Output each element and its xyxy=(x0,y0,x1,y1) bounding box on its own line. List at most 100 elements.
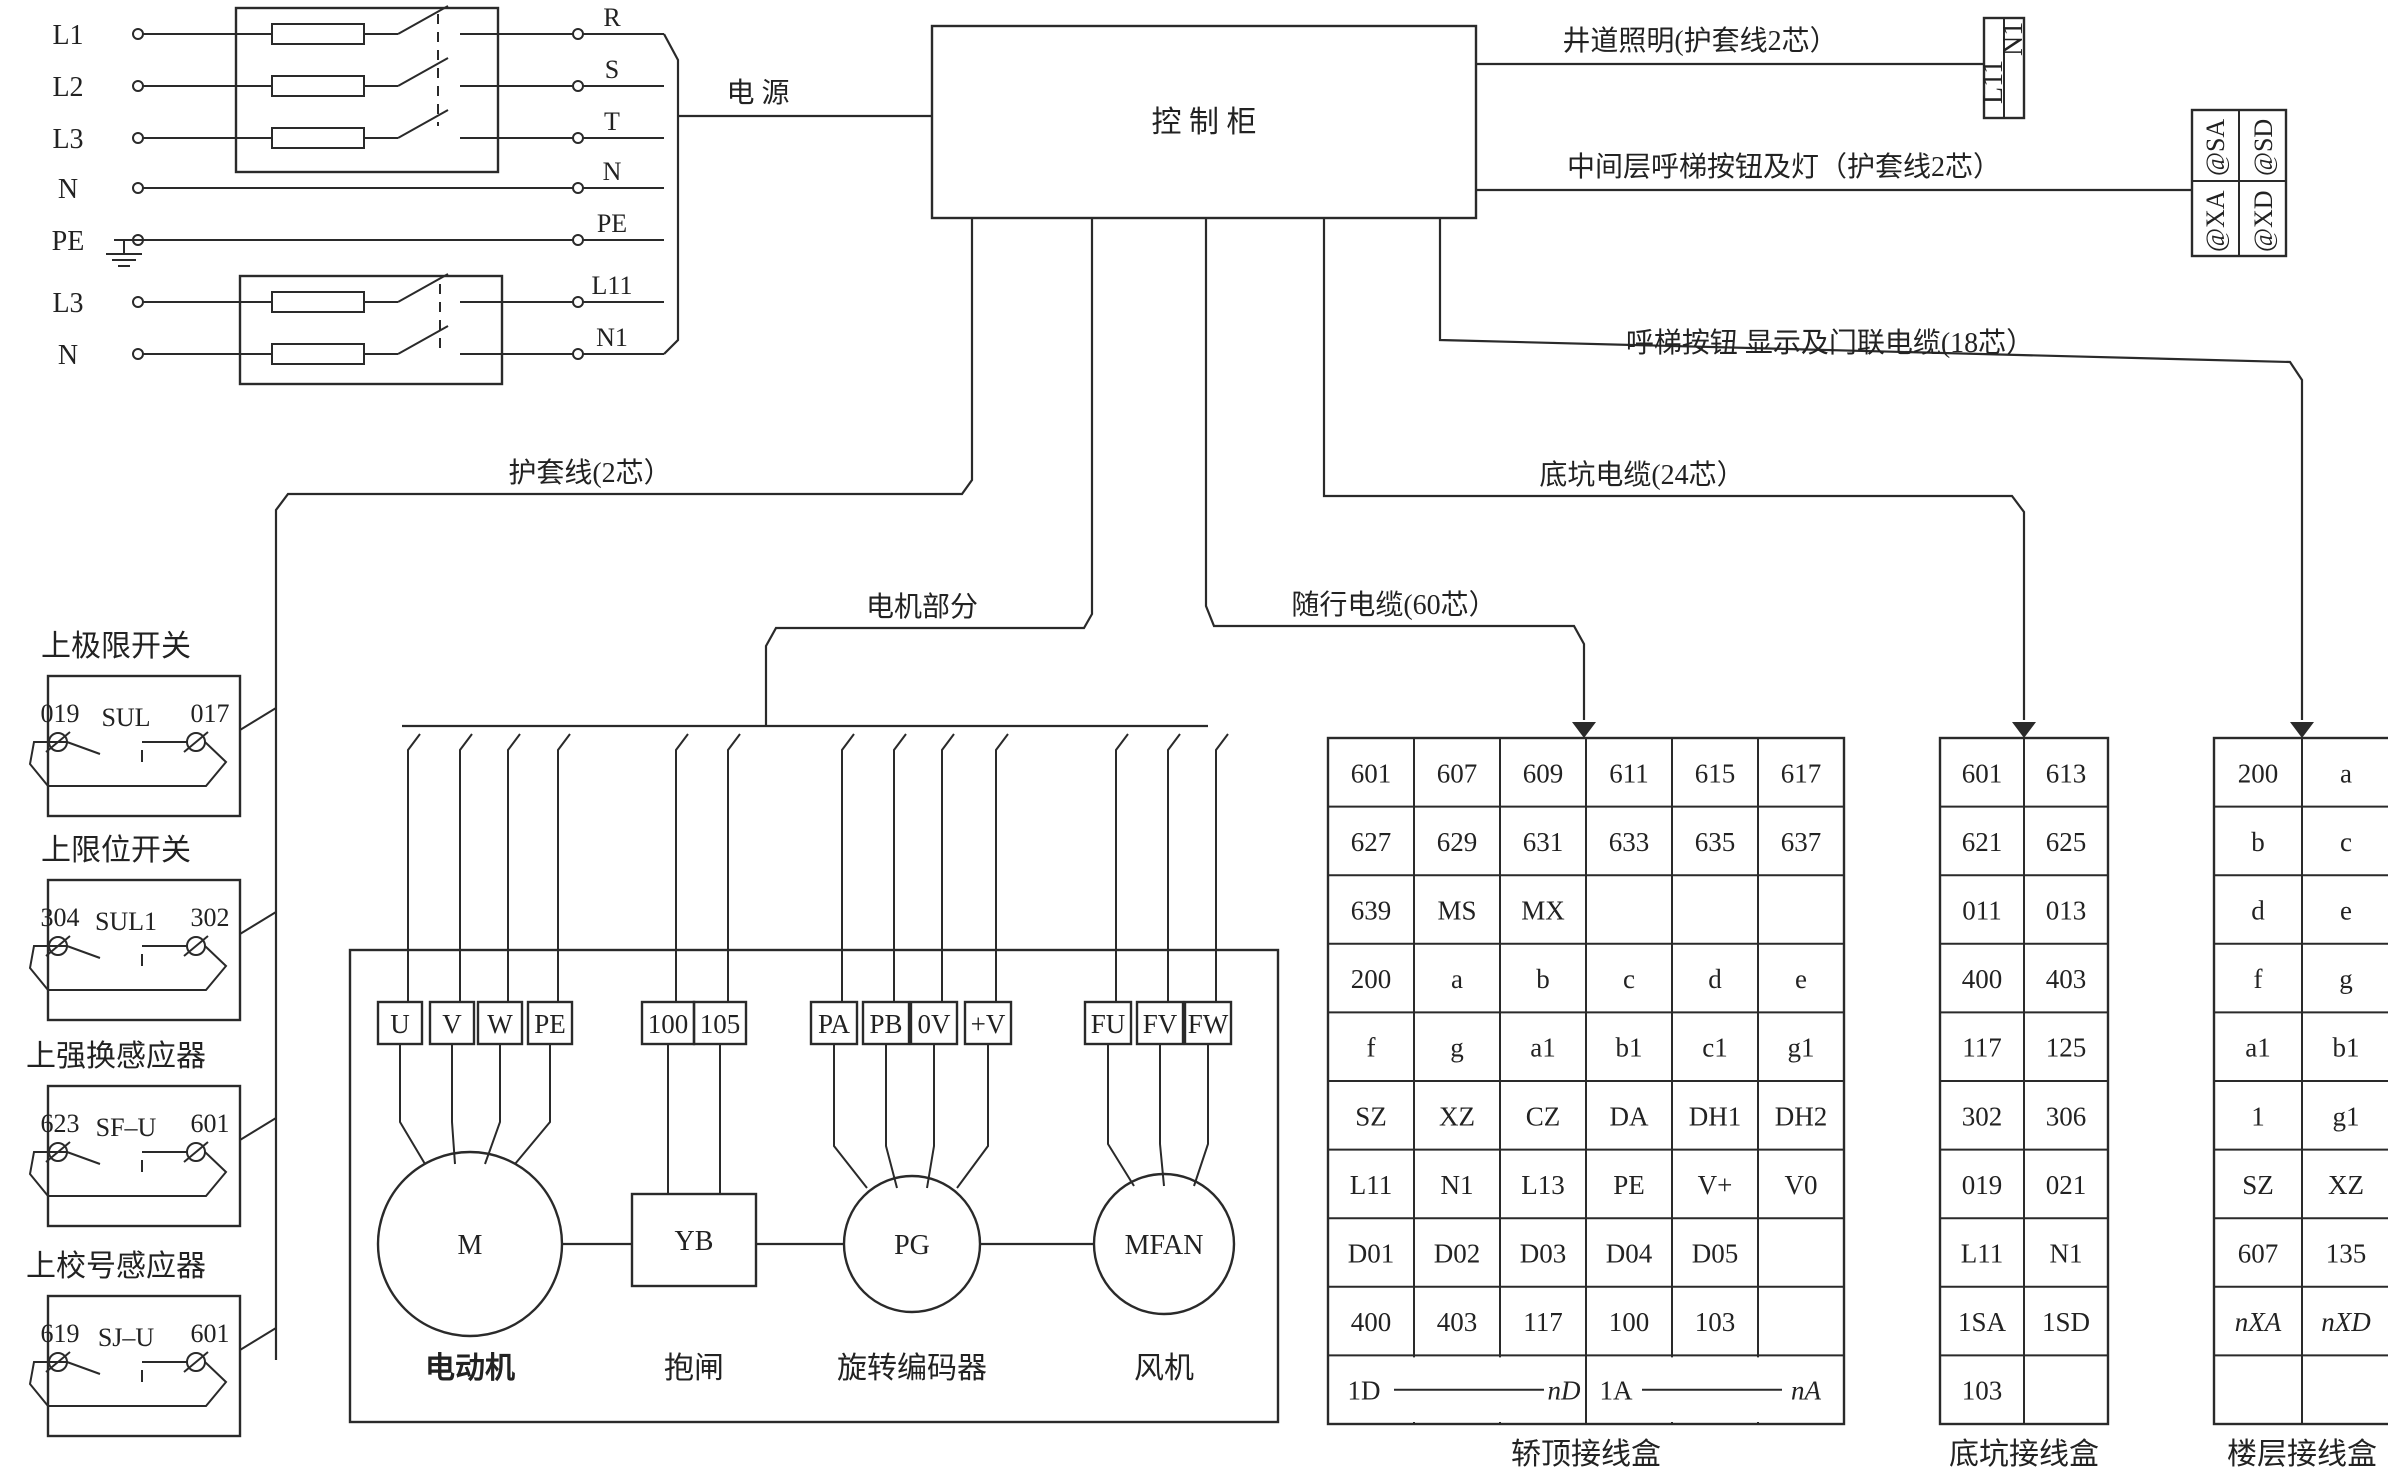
pit-box-arrow xyxy=(2012,722,2036,738)
floor_box-cell: d xyxy=(2251,896,2265,926)
car_top_box-cell: 639 xyxy=(1351,896,1392,926)
car_top_box-cell: D04 xyxy=(1606,1239,1653,1269)
mid-terminal-sa: @SA xyxy=(2201,119,2230,176)
car_top_box-cell: 200 xyxy=(1351,964,1392,994)
car-last-b-start: 1A xyxy=(1600,1376,1634,1406)
floor_box-cell: 1 xyxy=(2251,1101,2265,1131)
supply-right-label-3: N xyxy=(603,157,622,186)
switch-left-terminal-1: 304 xyxy=(41,903,80,932)
fuse xyxy=(271,127,365,149)
switch-right-terminal-1: 302 xyxy=(191,903,230,932)
floor_box-cell: a xyxy=(2340,758,2352,788)
car_top_box-cell: g1 xyxy=(1788,1033,1815,1063)
switch-left-terminal-2: 623 xyxy=(41,1109,80,1138)
car_top_box-cell: D03 xyxy=(1520,1239,1567,1269)
car_top_box-cell: MS xyxy=(1437,896,1476,926)
car_top_box-cell: SZ xyxy=(1355,1101,1387,1131)
floor_box-cell: nXD xyxy=(2321,1307,2371,1337)
car_top_box-cell: 609 xyxy=(1523,758,1564,788)
pit_box-cell: 1SA xyxy=(1958,1307,2007,1337)
floor_box-cell: 200 xyxy=(2238,758,2279,788)
terminal-label-encoder-0: PA xyxy=(818,1009,851,1039)
car_top_box-cell: DH1 xyxy=(1689,1101,1742,1131)
car_top_box-cell: 607 xyxy=(1437,758,1478,788)
pit_box-cell: 011 xyxy=(1962,896,2002,926)
floor_box-cell: SZ xyxy=(2242,1170,2274,1200)
pit_box-cell: 125 xyxy=(2046,1033,2087,1063)
supply-right-label-0: R xyxy=(603,3,621,32)
pit_box-cell: 403 xyxy=(2046,964,2087,994)
car_top_box-cell: L11 xyxy=(1350,1170,1393,1200)
car_top_box-cell: b1 xyxy=(1616,1033,1643,1063)
switch-code-2: SF–U xyxy=(96,1113,157,1142)
terminal-label-brake-1: 105 xyxy=(700,1009,741,1039)
pit-cable-label: 底坑电缆(24芯） xyxy=(1539,459,1744,491)
supply-right-label-6: N1 xyxy=(596,323,628,352)
supply-terminal-right xyxy=(572,296,584,308)
car_top_box-title: 轿顶接线盒 xyxy=(1511,1438,1661,1471)
pit_box-cell: 019 xyxy=(1962,1170,2003,1200)
supply-terminal-left xyxy=(132,296,144,308)
switch-code-1: SUL1 xyxy=(95,907,157,936)
car-last-a-start: 1D xyxy=(1348,1376,1381,1406)
fuse xyxy=(271,291,365,313)
switch-right-terminal-2: 601 xyxy=(191,1109,230,1138)
switch-title-1: 上限位开关 xyxy=(41,834,191,867)
terminal-label-encoder-2: 0V xyxy=(918,1009,952,1039)
car_top_box-cell: 633 xyxy=(1609,827,1650,857)
car_top_box-cell: L13 xyxy=(1521,1170,1565,1200)
terminal-label-fan-0: FU xyxy=(1091,1009,1126,1039)
pit_box-cell: 117 xyxy=(1962,1033,2002,1063)
supply-right-label-4: PE xyxy=(597,209,627,238)
switch-box-1 xyxy=(46,878,242,1022)
shaft-terminal-n1: N1 xyxy=(1998,22,2029,56)
pit_box-cell: L11 xyxy=(1961,1239,2004,1269)
shaft-light-terminal: L11 N1 xyxy=(1978,16,2029,120)
travel-cable-label: 随行电缆(60芯） xyxy=(1291,589,1496,621)
car_top_box-cell: D01 xyxy=(1348,1239,1395,1269)
car_top_box-cell: DA xyxy=(1610,1101,1649,1131)
terminal-label-motor-3: PE xyxy=(534,1009,566,1039)
pit_box-cell: 103 xyxy=(1962,1376,2003,1406)
car_top_box-cell: V0 xyxy=(1785,1170,1818,1200)
switch-left-terminal-0: 019 xyxy=(41,699,80,728)
mid-terminal-sd: @SD xyxy=(2249,119,2278,176)
mid-call-cable-label: 中间层呼梯按钮及灯（护套线2芯） xyxy=(1567,151,2001,183)
car_top_box-cell: c1 xyxy=(1702,1033,1727,1063)
car_top_box-cell: e xyxy=(1795,964,1807,994)
car_top_box-cell: d xyxy=(1708,964,1722,994)
supply-terminal-left xyxy=(132,132,144,144)
supply-terminal-right xyxy=(572,132,584,144)
device-caption-brake: 抱闸 xyxy=(664,1352,724,1385)
shaft-light-cable-label: 井道照明(护套线2芯） xyxy=(1562,25,1837,57)
floor_box-title: 楼层接线盒 xyxy=(2227,1438,2377,1471)
floor_box-cell: g1 xyxy=(2333,1101,2360,1131)
car_top_box-cell: CZ xyxy=(1526,1101,1561,1131)
switch-title-2: 上强换感应器 xyxy=(26,1040,206,1073)
car_top_box-cell: f xyxy=(1367,1033,1376,1063)
control-cabinet xyxy=(930,24,1478,220)
supply-terminal-right xyxy=(572,28,584,40)
terminal-label-motor-0: U xyxy=(390,1009,410,1039)
car_top_box-cell: 117 xyxy=(1523,1307,1563,1337)
supply-terminal-right xyxy=(572,234,584,246)
device-caption-encoder: 旋转编码器 xyxy=(837,1352,987,1385)
car_top_box-cell: 103 xyxy=(1695,1307,1736,1337)
switch-right-terminal-3: 601 xyxy=(191,1319,230,1348)
cabinet-label: 控 制 柜 xyxy=(1152,106,1257,139)
fuse xyxy=(271,23,365,45)
pit_box-cell: 306 xyxy=(2046,1101,2087,1131)
supply-terminal-left xyxy=(132,80,144,92)
supply-right-label-1: S xyxy=(605,55,619,84)
supply-left-label-3: N xyxy=(58,174,78,205)
floor_box-cell: c xyxy=(2340,827,2352,857)
car_top_box-cell: 100 xyxy=(1609,1307,1650,1337)
switch-code-3: SJ–U xyxy=(98,1323,155,1352)
switch-box-2 xyxy=(46,1084,242,1228)
